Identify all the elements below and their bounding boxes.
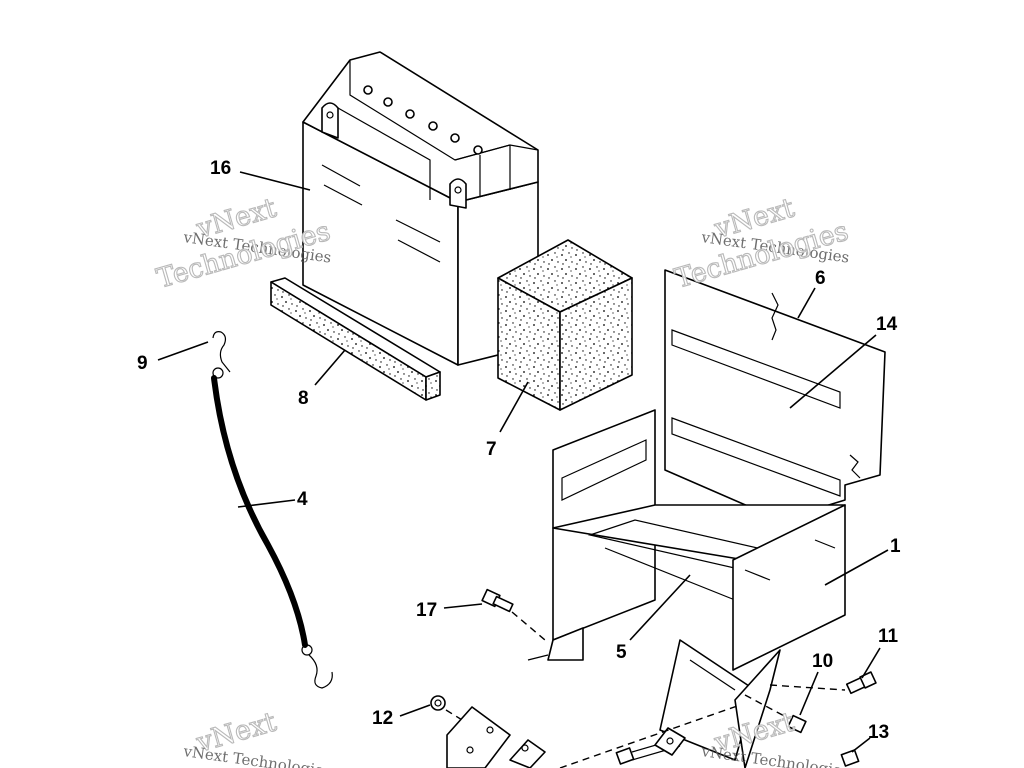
washer-plate [654, 727, 686, 756]
clamp-bracket [446, 706, 546, 768]
watermark-bottom-left: vNext vNext Technologies [181, 706, 332, 768]
callout-17: 17 [416, 600, 437, 621]
bolt-11 [769, 671, 877, 695]
battery-cell-caps [363, 85, 483, 155]
foam-block [497, 239, 633, 411]
watermark-company: vNext Technologies [699, 742, 850, 768]
callout-6: 6 [815, 268, 826, 289]
callout-12: 12 [372, 708, 393, 729]
battery-terminal-right [449, 178, 467, 209]
callout-10: 10 [812, 651, 833, 672]
callout-9: 9 [137, 353, 148, 374]
callout-7: 7 [486, 439, 497, 460]
nut-13 [840, 749, 860, 767]
callout-13: 13 [868, 722, 889, 743]
callout-11: 11 [878, 626, 899, 647]
foam-strip [270, 277, 441, 401]
callout-1: 1 [890, 536, 901, 557]
leader-lines [157, 171, 889, 753]
battery-box [527, 269, 886, 768]
callout-8: 8 [298, 388, 309, 409]
battery-terminal-left [321, 102, 339, 139]
nut-10 [744, 694, 807, 734]
callout-14: 14 [876, 314, 898, 335]
watermark-company: vNext Technologies [181, 742, 332, 768]
callouts: 16 9 8 7 6 14 4 1 17 5 11 10 12 13 [137, 158, 901, 743]
bolt-17 [481, 588, 546, 641]
tie-down-rod [211, 331, 333, 689]
callout-16: 16 [210, 158, 231, 179]
callout-5: 5 [616, 642, 627, 663]
callout-4: 4 [297, 489, 308, 510]
hardware [430, 588, 877, 768]
